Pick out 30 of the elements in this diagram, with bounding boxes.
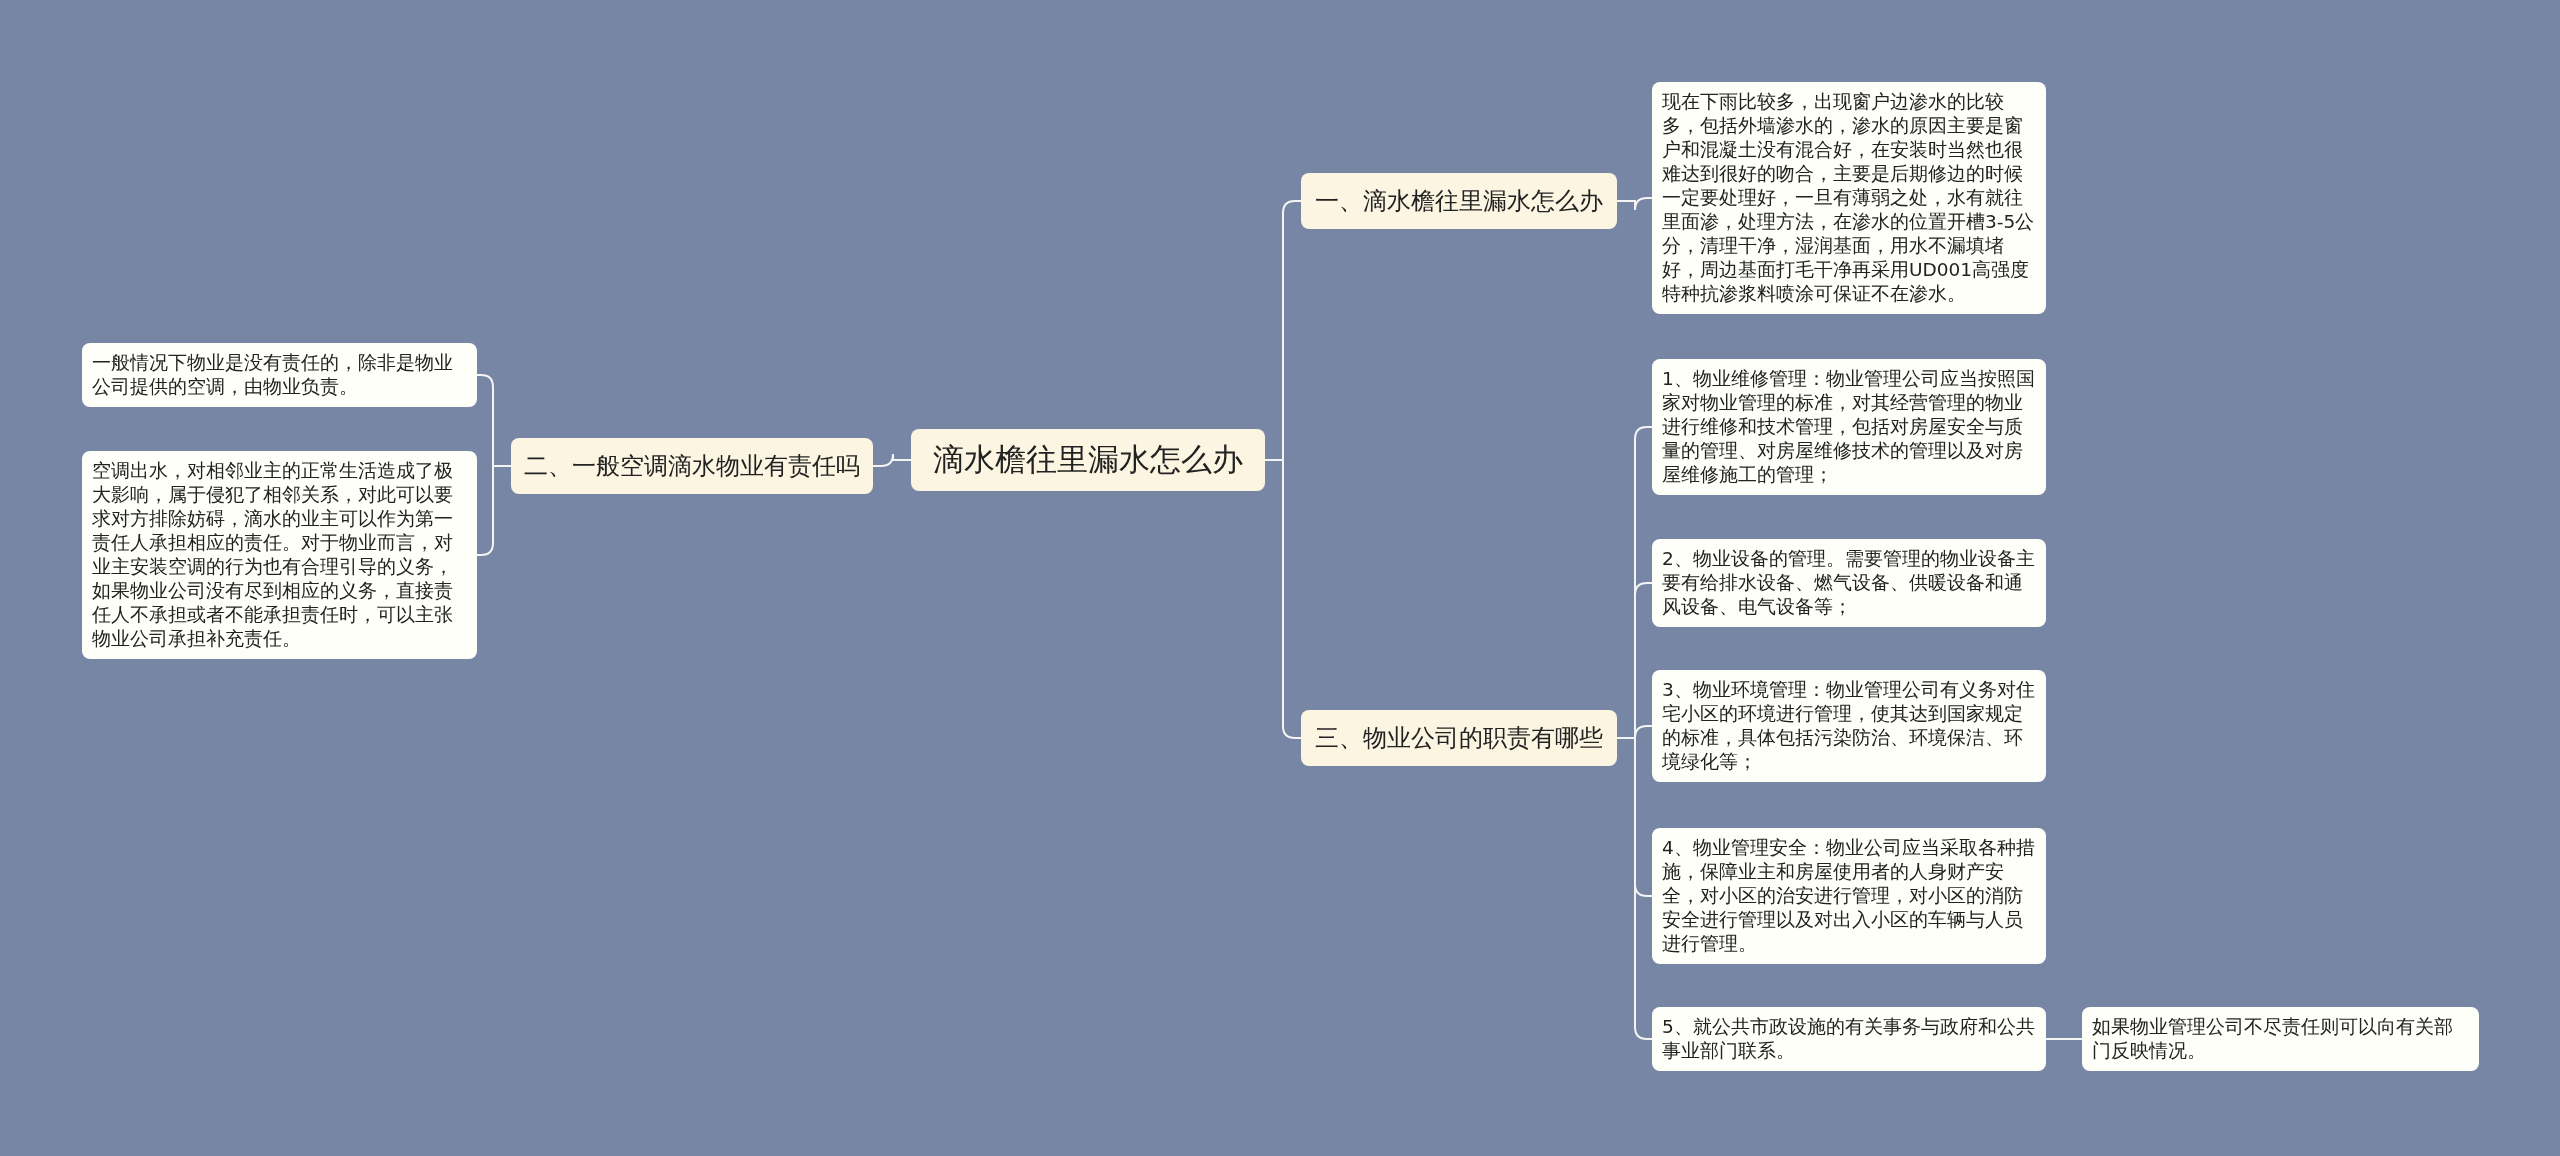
connector-line xyxy=(872,453,912,467)
note-card xyxy=(1652,828,2046,964)
note-card xyxy=(82,343,477,407)
note-text: 3、物业环境管理：物业管理公司有义务对住宅小区的环境进行管理，使其达到国家规定的标准，具体包括污染防治、环境保洁、环境绿化等； xyxy=(1662,678,2036,774)
topic-text: 三、物业公司的职责有哪些 xyxy=(1314,723,1604,754)
connector-line xyxy=(2045,1038,2083,1040)
topic-box xyxy=(1301,173,1617,229)
connector-line xyxy=(1616,197,1653,211)
note-card xyxy=(1652,670,2046,782)
note-card xyxy=(82,451,477,659)
topic-text: 二、一般空调滴水物业有责任吗 xyxy=(523,451,861,482)
central-topic-text: 滴水檐往里漏水怎么办 xyxy=(932,440,1244,479)
note-text: 1、物业维修管理：物业管理公司应当按照国家对物业管理的标准，对其经营管理的物业进行维修和技术管理，包括对房屋安全与质量的管理、对房屋维修技术的管理以及对房屋维修施工的管理； xyxy=(1662,367,2036,487)
topic-box xyxy=(511,438,873,494)
connector-line xyxy=(1616,737,1653,1040)
note-card xyxy=(1652,1007,2046,1071)
topic-box xyxy=(1301,710,1617,766)
note-text: 4、物业管理安全：物业公司应当采取各种措施，保障业主和房屋使用者的人身财产安全，对小区的治安进行管理，对小区的消防安全进行管理以及对出入小区的车辆与人员进行管理。 xyxy=(1662,836,2036,956)
note-text: 2、物业设备的管理。需要管理的物业设备主要有给排水设备、燃气设备、供暖设备和通风设备、电气设备等； xyxy=(1662,547,2036,619)
note-card xyxy=(1652,539,2046,627)
note-card xyxy=(1652,359,2046,495)
central-topic-box xyxy=(911,429,1265,491)
connector-line xyxy=(1264,459,1302,739)
note-text: 现在下雨比较多，出现窗户边渗水的比较多，包括外墙渗水的，渗水的原因主要是窗户和混凝土没有混合好，在安装时当然也很难达到很好的吻合，主要是后期修边的时候一定要处理好，一旦有薄弱之处，水有就往里面渗，处理方法，在渗水的位置开槽3-5公分，清理干净，湿润基面，用水不漏填堵好，周边基面打毛干净再采用UD001高强度特种抗渗浆料喷涂可保证不在渗水。 xyxy=(1662,90,2036,306)
note-text: 一般情况下物业是没有责任的，除非是物业公司提供的空调，由物业负责。 xyxy=(92,351,454,399)
note-text: 5、就公共市政设施的有关事务与政府和公共事业部门联系。 xyxy=(1662,1015,2036,1063)
note-text: 空调出水，对相邻业主的正常生活造成了极大影响，属于侵犯了相邻关系，对此可以要求对方排除妨碍，滴水的业主可以作为第一责任人承担相应的责任。对于物业而言，对业主安装空调的行为也有合理引导的义务，如果物业公司没有尽到相应的义务，直接责任人不承担或者不能承担责任时，可以主张物业公司承担补充责任。 xyxy=(92,459,454,651)
topic-text: 一、滴水檐往里漏水怎么办 xyxy=(1314,186,1604,217)
note-card xyxy=(2082,1007,2479,1071)
note-text: 如果物业管理公司不尽责任则可以向有关部门反映情况。 xyxy=(2092,1015,2454,1063)
